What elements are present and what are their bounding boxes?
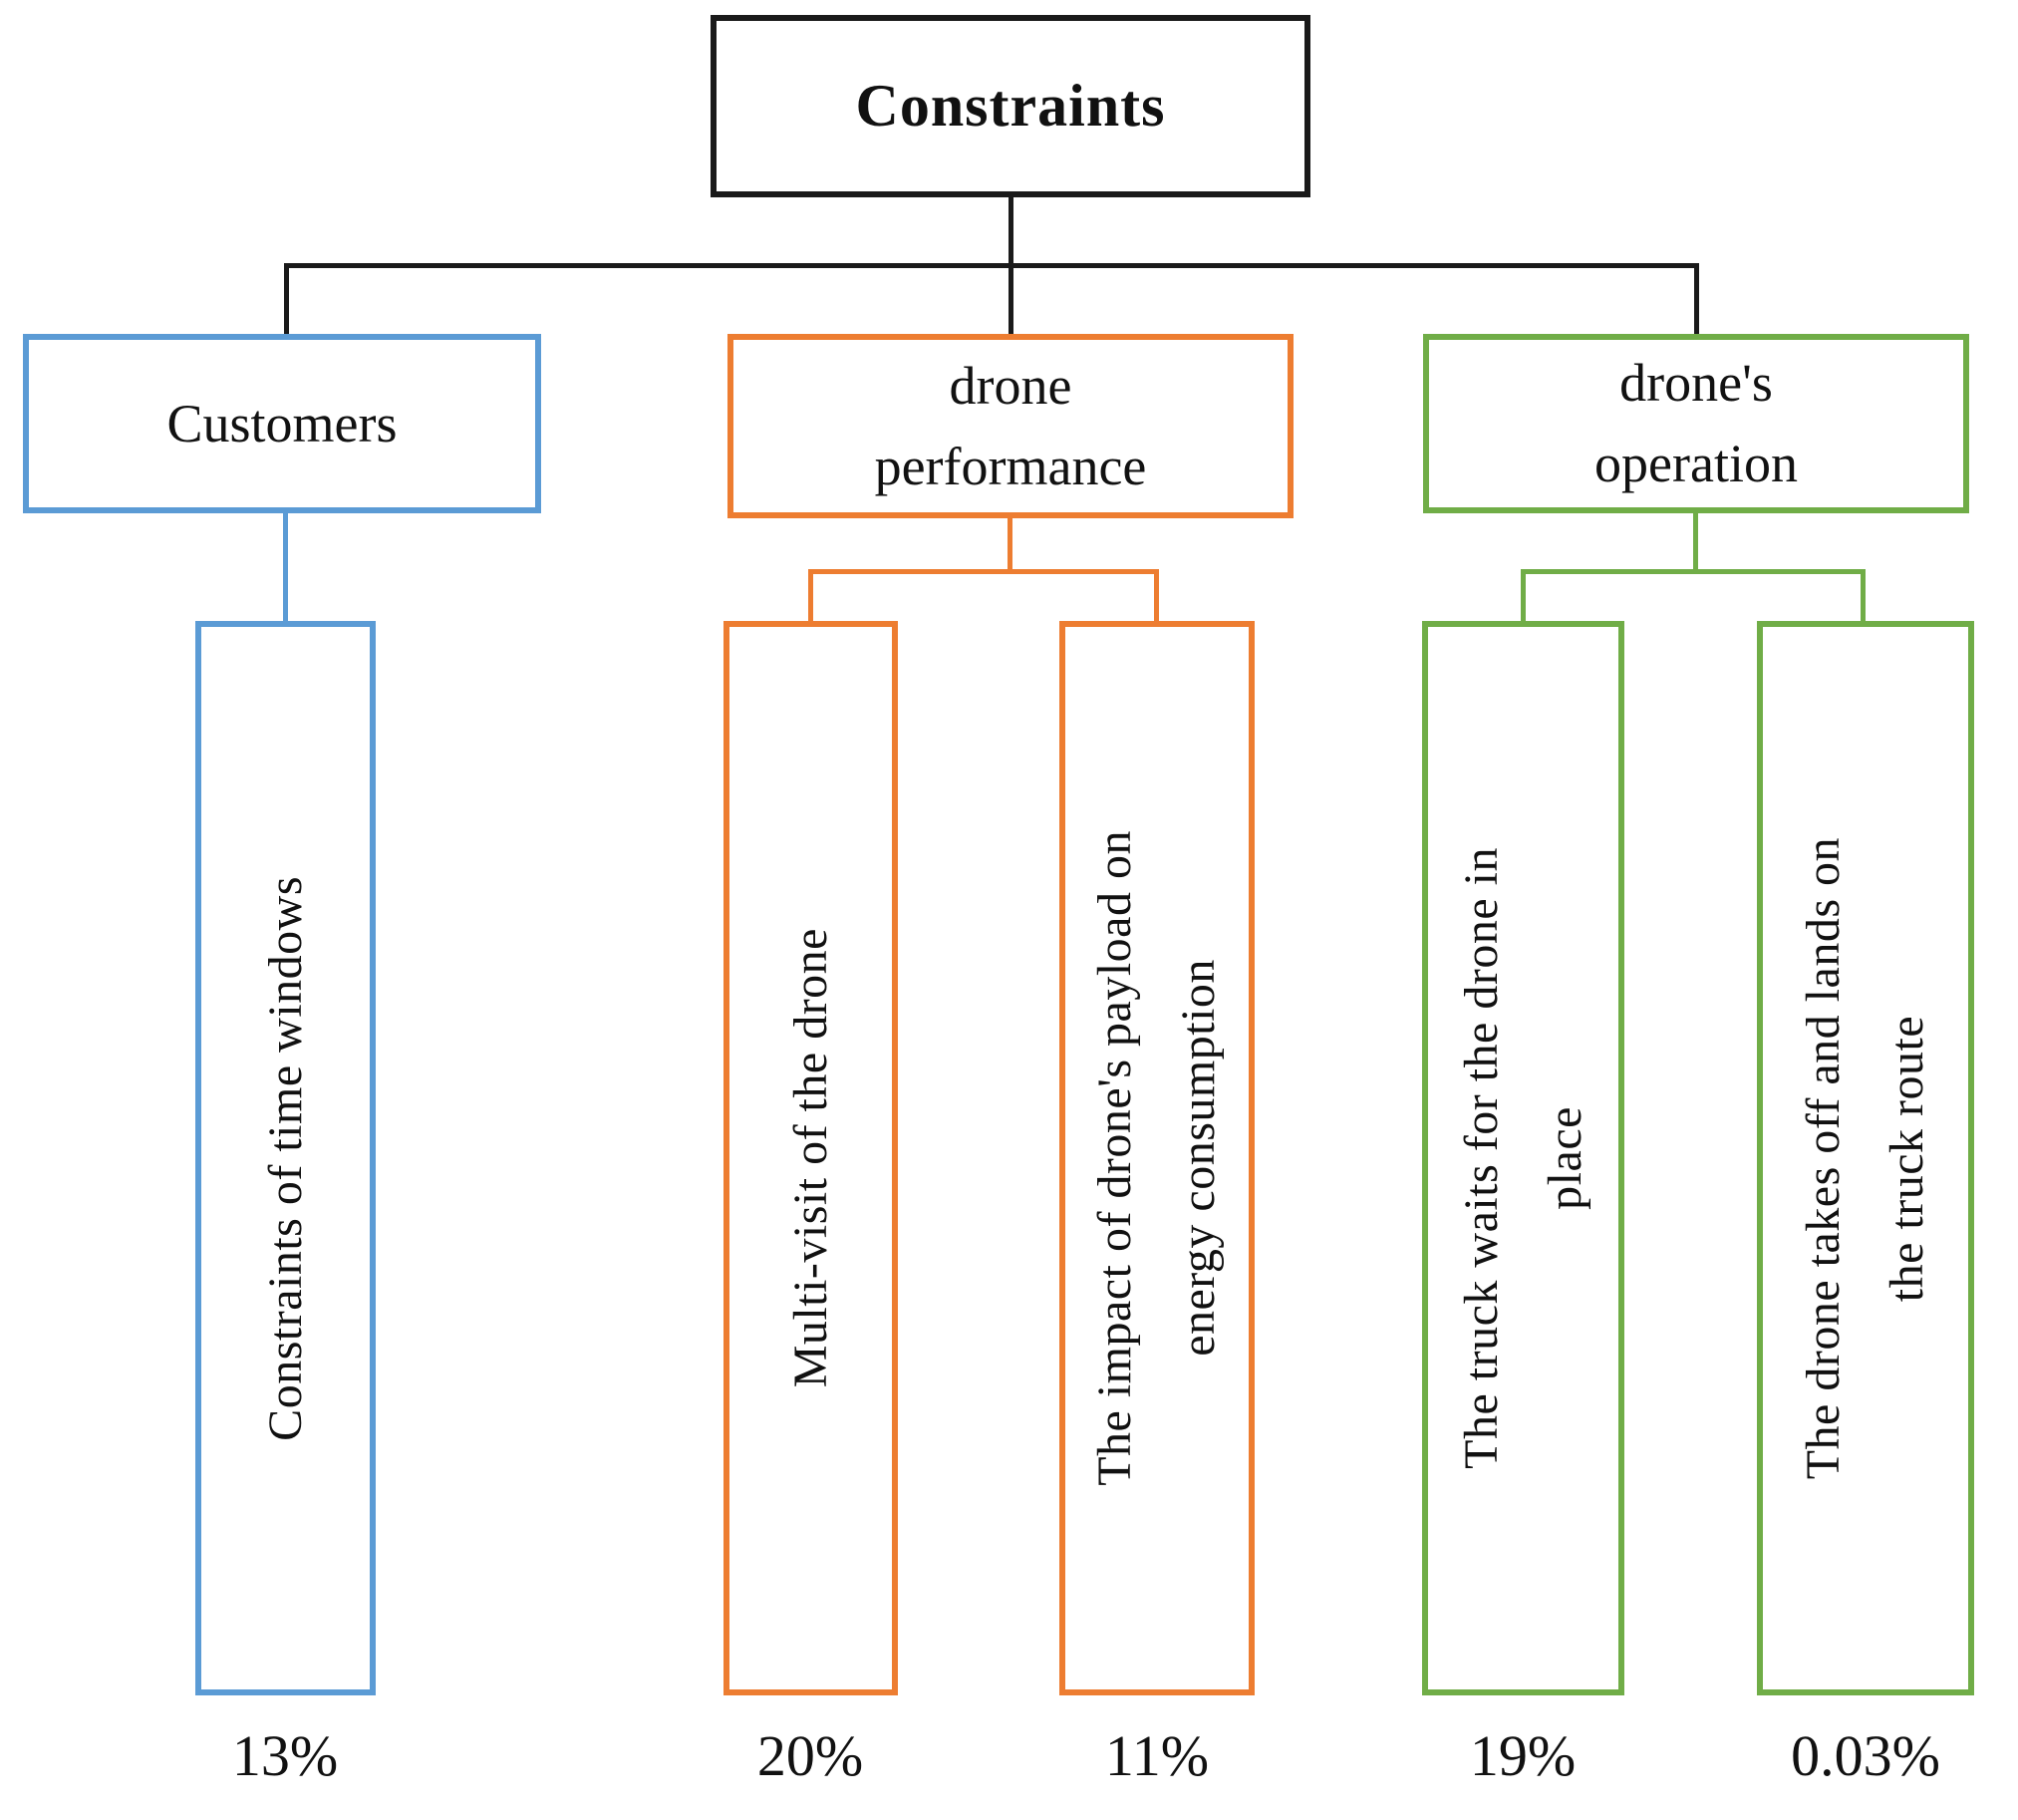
connector-performance-drop	[1008, 516, 1012, 574]
branch-node-drone-performance: drone performance	[727, 334, 1294, 518]
connector-performance-rail	[808, 569, 1159, 574]
connector-drop-customers	[284, 263, 289, 338]
connector-drop-performance	[1009, 263, 1013, 338]
leaf-node-truck-waits: The truck waits for the drone in place	[1422, 621, 1624, 1695]
leaf-node-payload-energy: The impact of drone's payload on energy …	[1059, 621, 1255, 1695]
connector-root-drop	[1009, 195, 1013, 267]
leaf-multi-visit-label: Multi-visit of the drone	[783, 928, 837, 1388]
leaf-node-multi-visit: Multi-visit of the drone	[723, 621, 898, 1695]
percent-label-payload-energy: 11%	[1104, 1723, 1210, 1788]
leaf-truck-waits-label: The truck waits for the drone in place	[1454, 847, 1591, 1469]
root-node-label: Constraints	[855, 73, 1166, 139]
branch-node-customers: Customers	[23, 334, 541, 513]
connector-root-rail	[284, 263, 1699, 268]
percent-label-truck-waits: 19%	[1469, 1723, 1577, 1788]
leaf-takeoff-landing-label: The drone takes off and lands on the tru…	[1797, 836, 1933, 1480]
branch-customers-label: Customers	[166, 393, 398, 454]
branch-operation-label: drone's operation	[1594, 353, 1798, 493]
connector-operation-rail	[1521, 569, 1866, 574]
connector-operation-drop	[1693, 511, 1698, 574]
connector-performance-leaf-left	[808, 569, 813, 625]
connector-operation-leaf-right	[1861, 569, 1866, 625]
connector-operation-leaf-left	[1521, 569, 1526, 625]
root-node-constraints: Constraints	[711, 15, 1310, 197]
connector-drop-operation	[1694, 263, 1699, 338]
percent-label-takeoff-landing: 0.03%	[1791, 1723, 1940, 1788]
branch-node-drones-operation: drone's operation	[1423, 334, 1969, 513]
leaf-node-time-windows: Constraints of time windows	[195, 621, 376, 1695]
branch-performance-label: drone performance	[874, 355, 1147, 496]
leaf-node-takeoff-landing: The drone takes off and lands on the tru…	[1757, 621, 1974, 1695]
percent-label-time-windows: 13%	[231, 1723, 339, 1788]
connector-customers-leaf	[283, 511, 288, 623]
leaf-payload-energy-label: The impact of drone's payload on energy …	[1088, 830, 1225, 1486]
leaf-time-windows-label: Constraints of time windows	[258, 875, 312, 1441]
connector-performance-leaf-right	[1154, 569, 1159, 625]
percent-label-multi-visit: 20%	[756, 1723, 864, 1788]
